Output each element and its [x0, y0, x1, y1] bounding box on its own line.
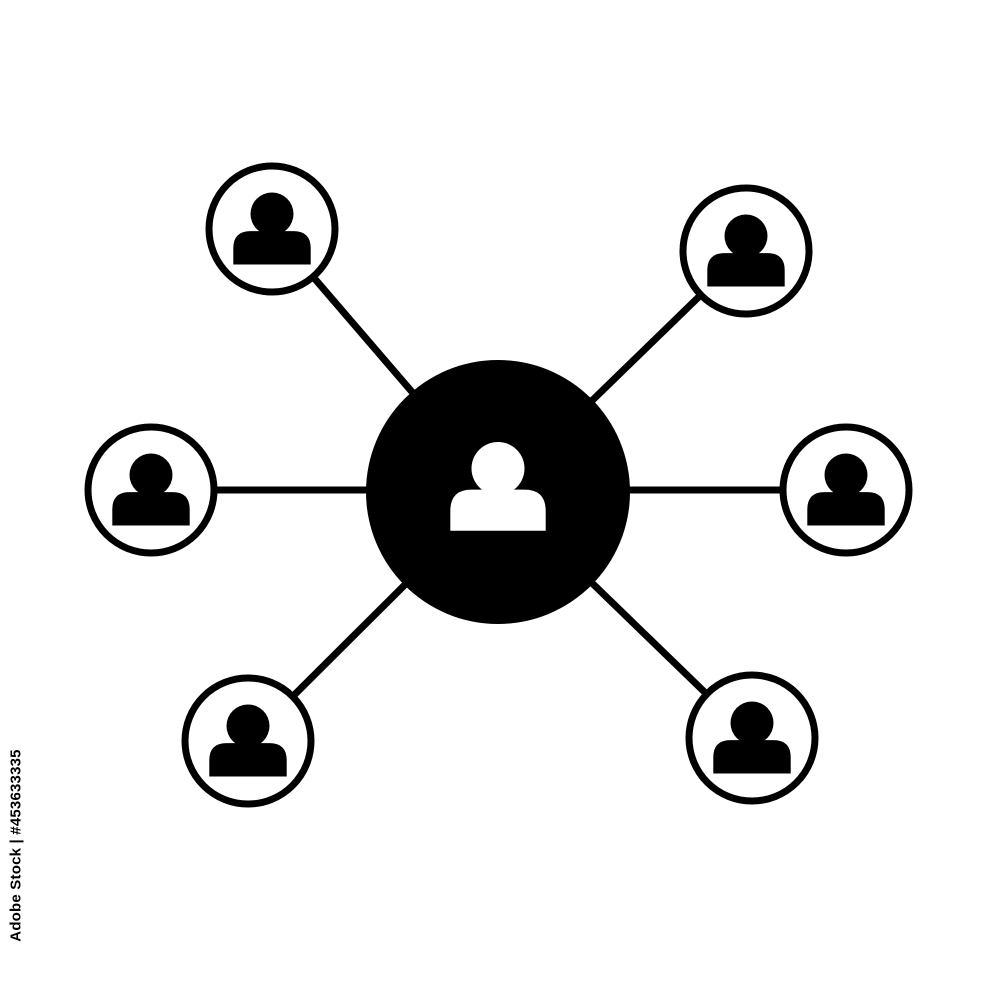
stock-id-label: Adobe Stock | #453633335: [2, 749, 30, 941]
peripheral-node-middle-right: [779, 423, 913, 557]
peripheral-node-bottom-right: [685, 671, 819, 805]
center-node: [366, 360, 630, 624]
peripheral-node-top-right: [679, 184, 813, 318]
peripheral-node-bottom-left: [181, 674, 315, 808]
peripheral-node-middle-left: [84, 423, 218, 557]
stock-id-text: Adobe Stock | #453633335: [7, 748, 25, 942]
peripheral-node-top-left: [205, 162, 339, 296]
